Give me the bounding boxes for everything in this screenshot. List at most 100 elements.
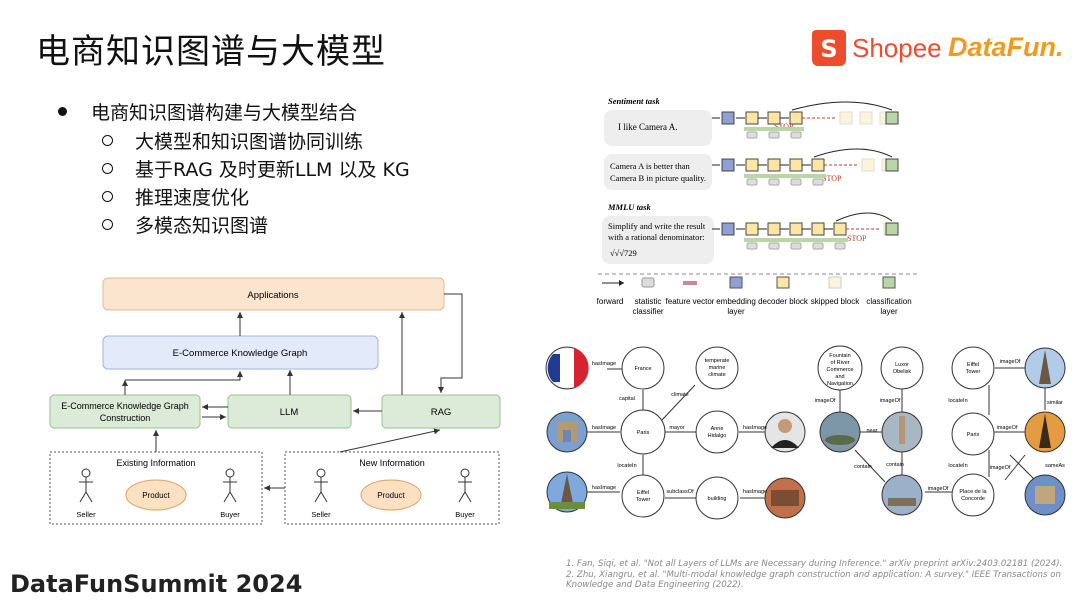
- kg-node-place-concorde: [951, 473, 995, 517]
- svg-text:layer: layer: [727, 307, 745, 316]
- svg-text:imageOf: imageOf: [990, 465, 1011, 471]
- feature-bar: [744, 127, 804, 131]
- statistic-classifier-block: [768, 131, 780, 139]
- skipped-block: [861, 158, 875, 172]
- svg-text:Fountain: Fountain: [829, 353, 850, 359]
- statistic-classifier-block: [812, 178, 824, 186]
- fountain-photo-icon: [819, 411, 861, 453]
- bullet-sub: 大模型和知识图谱协同训练: [102, 126, 410, 154]
- svg-text:building: building: [708, 496, 727, 502]
- applications-label: Applications: [247, 290, 298, 301]
- kg-node-climate: [695, 346, 739, 390]
- skipped-block: [839, 111, 853, 125]
- shopee-bag-icon: S: [812, 30, 846, 66]
- decoder-block: [789, 158, 803, 172]
- reference-1: 1. Fan, Siqi, et al. "Not all Layers of …: [566, 559, 1063, 569]
- svg-text:layer: layer: [880, 307, 898, 316]
- svg-text:capital: capital: [619, 396, 635, 402]
- svg-text:mayor: mayor: [669, 425, 684, 431]
- decoder-block: [745, 111, 759, 125]
- bullet-sub: 基于RAG 及时更新LLM 以及 KG: [102, 154, 410, 182]
- svg-text:Concorde: Concorde: [961, 496, 985, 502]
- references: 1. Fan, Siqi, et al. "Not all Layers of …: [566, 559, 1066, 591]
- statistic-classifier-block: [746, 178, 758, 186]
- flow-arrows: [122, 293, 463, 491]
- svg-text:Tower: Tower: [636, 497, 651, 503]
- decoder-block: [767, 222, 781, 236]
- legend-label: forward: [597, 297, 624, 306]
- svg-text:Product: Product: [142, 491, 170, 500]
- decoder-block: [745, 222, 759, 236]
- decoder-block: [789, 111, 803, 125]
- layer-skip-diagram: Sentiment task I like Camera A. Camera A…: [597, 96, 920, 316]
- svg-text:Luxor: Luxor: [895, 362, 909, 368]
- kg-node-anne-hidalgo: [695, 410, 739, 454]
- prompt-bubble: [604, 110, 712, 146]
- prompt-2: Camera A is better than: [610, 161, 691, 171]
- seller-label: Seller: [76, 510, 96, 519]
- classification-layer-block: [885, 111, 899, 125]
- svg-text:hasImage: hasImage: [743, 489, 767, 495]
- statistic-classifier-block: [834, 242, 846, 250]
- statistic-classifier-block: [746, 242, 758, 250]
- eiffel-night-photo-icon: [1024, 411, 1066, 453]
- skipped-block: [859, 111, 873, 125]
- svg-text:climate: climate: [708, 372, 725, 378]
- svg-text:contain: contain: [854, 464, 872, 470]
- legend: [602, 276, 896, 289]
- svg-text:climate: climate: [671, 392, 688, 398]
- kg-node-paris: [620, 409, 666, 455]
- legend-label: classification: [866, 297, 911, 306]
- legend-label: skipped block: [811, 297, 860, 306]
- ekg-construction-label: E-Commerce Knowledge Graph: [61, 401, 189, 411]
- svg-text:locateIn: locateIn: [617, 463, 636, 469]
- buyer-label: Buyer: [220, 510, 240, 519]
- ekg-label: E-Commerce Knowledge Graph: [173, 348, 308, 359]
- shopee-logo: S Shopee: [812, 30, 942, 66]
- svg-text:of River: of River: [831, 360, 850, 366]
- prompt-bubble: [604, 154, 712, 190]
- feature-bar: [744, 174, 826, 178]
- sentiment-task-title: Sentiment task: [608, 96, 660, 106]
- datafun-logo: DataFun.: [948, 32, 1064, 62]
- kg-node-luxor-obelisk: [880, 346, 924, 390]
- legend-label: statistic: [635, 297, 662, 306]
- shopee-logo-text: Shopee: [852, 32, 942, 63]
- svg-text:imageOf: imageOf: [1000, 359, 1021, 365]
- svg-text:Camera B in picture quality.: Camera B in picture quality.: [610, 173, 706, 183]
- mmlu-task-title: MMLU task: [607, 202, 651, 212]
- obelisk-photo-icon: [881, 411, 923, 453]
- prompt-3: Simplify and write the result: [608, 221, 706, 231]
- svg-text:Navigation: Navigation: [827, 381, 853, 387]
- svg-text:with a rational denominator:: with a rational denominator:: [608, 232, 705, 242]
- statistic-classifier-block: [746, 131, 758, 139]
- ekg-construction-box: [49, 394, 201, 429]
- kg-node-paris: [951, 412, 995, 456]
- product-cloud-icon: Product: [125, 479, 187, 511]
- seller-label: Seller: [311, 510, 331, 519]
- prompt-bubble: [602, 216, 714, 264]
- bullet-sub: 多模态知识图谱: [102, 210, 410, 238]
- rag-label: RAG: [431, 407, 452, 418]
- legend-label: decoder block: [758, 297, 809, 306]
- person-icon: [79, 468, 472, 503]
- reference-2: 2. Zhu, Xiangru, et al. "Multi-modal kno…: [566, 569, 1061, 580]
- svg-text:near: near: [866, 428, 877, 434]
- svg-text:locateIn: locateIn: [948, 463, 967, 469]
- svg-text:imageOf: imageOf: [880, 398, 901, 404]
- skip-arrow: [813, 148, 893, 158]
- product-cloud-icon: Product: [360, 479, 422, 511]
- svg-text:Eiffel: Eiffel: [967, 362, 979, 368]
- embedding-layer-block: [721, 158, 735, 172]
- statistic-classifier-block: [812, 242, 824, 250]
- stop-label: STOP: [774, 122, 794, 131]
- embedding-layer-block: [721, 222, 735, 236]
- kg-node-building: [695, 476, 739, 520]
- svg-text:hasImage: hasImage: [743, 425, 767, 431]
- classification-layer-block: [885, 222, 899, 236]
- kg-node-france: [621, 346, 665, 390]
- svg-text:Eiffel: Eiffel: [637, 490, 649, 496]
- statistic-classifier-block: [768, 178, 780, 186]
- buyer-label: Buyer: [455, 510, 475, 519]
- eiffel-photo-icon: [546, 471, 588, 513]
